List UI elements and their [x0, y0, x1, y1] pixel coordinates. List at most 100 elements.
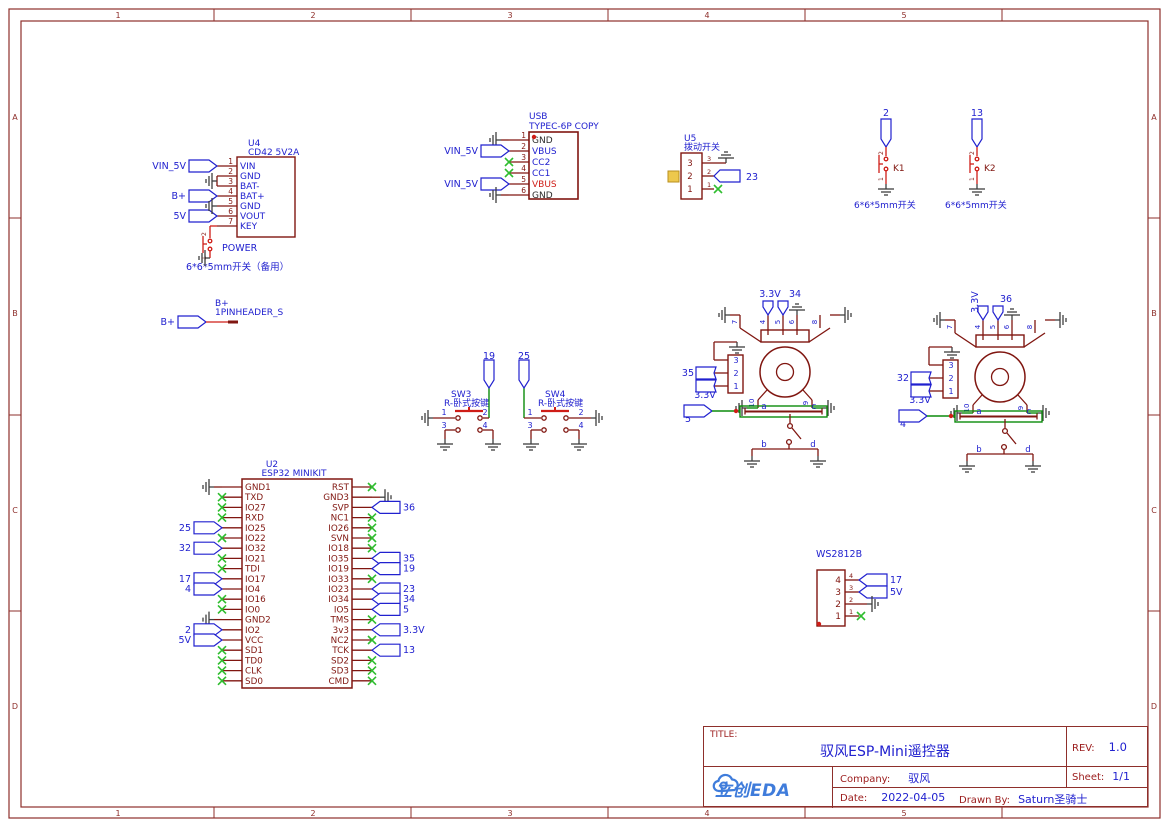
- frame-column-label: 3: [507, 809, 512, 818]
- wire: [1023, 332, 1046, 348]
- k2-ref: K2: [984, 164, 996, 174]
- pin-name: RXD: [245, 514, 264, 524]
- pin-name: IO16: [245, 595, 266, 605]
- component-k2-switch[interactable]: 13 K2 6*6*5mm开关 21: [945, 108, 1007, 211]
- net-label: B+: [172, 191, 186, 202]
- pin-number: 3: [228, 177, 233, 186]
- wire: [1017, 394, 1028, 406]
- component-usb-typec[interactable]: USB TYPEC-6P COPY 1GND2VBUSVIN_5V3CC24CC…: [444, 112, 599, 203]
- frame-row-label: A: [1151, 113, 1157, 122]
- no-connect-x-icon: [367, 635, 377, 645]
- component-bplus-header[interactable]: B+ 1PINHEADER_S B+: [161, 299, 284, 329]
- pin-number: 4: [849, 572, 853, 580]
- pin-number: 2: [878, 151, 885, 155]
- net-label-32: 32: [897, 373, 909, 384]
- sheet-title[interactable]: 驭风ESP-Mini遥控器: [820, 744, 950, 760]
- no-connect-x-icon: [217, 676, 227, 686]
- pin-number: 6: [228, 207, 233, 216]
- pin-name: IO26: [328, 524, 349, 534]
- net-label: 5: [403, 604, 409, 615]
- no-connect-x-icon: [856, 611, 866, 621]
- junction-dot: [816, 621, 822, 627]
- terminal: [563, 427, 569, 433]
- pin-name: SD1: [245, 646, 263, 656]
- no-connect-x-icon: [217, 502, 227, 512]
- sheet-value[interactable]: 1/1: [1112, 770, 1130, 783]
- pin-letter: a: [976, 407, 981, 417]
- pin-name: IO27: [245, 503, 266, 513]
- date-value[interactable]: 2022-04-05: [881, 791, 946, 804]
- pin-number: 6: [788, 319, 796, 324]
- pin-name: IO17: [245, 575, 266, 585]
- sw4-ref: SW4: [545, 390, 566, 400]
- component-u4-cd42[interactable]: U4 CD42 5V2A POWER 6*6*5mm开关（备用） 1VINVIN…: [152, 139, 300, 273]
- terminal: [974, 166, 980, 172]
- joystick-shaft: [990, 367, 1010, 387]
- pin-number: 7: [731, 320, 739, 324]
- net-label-13: 13: [971, 108, 983, 119]
- pin-number: 6: [521, 186, 526, 195]
- frame-row-label: B: [1151, 309, 1157, 318]
- frame-row-label: C: [12, 506, 18, 515]
- terminal: [455, 427, 461, 433]
- frame-row-label: A: [12, 113, 18, 122]
- net-label-25: 25: [518, 351, 530, 362]
- sw3-value: R-卧式按键: [444, 397, 489, 409]
- pin-number: 2: [482, 408, 487, 417]
- frame-outer-border: [8, 8, 1161, 819]
- u5-value: 拨动开关: [684, 141, 720, 153]
- pin-letter: c: [812, 402, 817, 412]
- component-body: [528, 131, 579, 200]
- pin-number: 7: [228, 217, 233, 226]
- component-body: [236, 156, 296, 238]
- pin-name: IO5: [334, 605, 349, 615]
- pin-letter: d: [1025, 445, 1030, 455]
- component-k1-switch[interactable]: 2 K1 6*6*5mm开关 21: [854, 108, 916, 211]
- pin-name: TXD: [244, 493, 263, 503]
- sw4-value: R-卧式按键: [538, 397, 583, 409]
- net-flag: [188, 209, 218, 223]
- net-label-3v3: 3.3V: [909, 395, 931, 406]
- pin-name: TD0: [244, 656, 263, 666]
- no-connect-x-icon: [367, 533, 377, 543]
- pin-letter: c: [1027, 407, 1032, 417]
- no-connect-x-icon: [367, 523, 377, 533]
- terminal: [455, 415, 461, 421]
- pin-number: 9: [802, 401, 810, 405]
- pin-number: 1: [527, 408, 532, 417]
- pin-number: 4: [521, 164, 526, 173]
- frame-column-label: 5: [901, 11, 906, 20]
- pin-number: 3: [733, 356, 738, 365]
- u2-ref: U2: [266, 460, 278, 470]
- date-label: Date:: [840, 793, 868, 804]
- pin-name: SD3: [331, 667, 349, 677]
- pin-name: GND: [240, 172, 261, 182]
- title-block: TITLE: 驭风ESP-Mini遥控器 REV:1.0 Company:驭风 …: [703, 726, 1148, 808]
- component-u2-esp32[interactable]: U2 ESP32 MINIKIT GND1TXDIO27RXDIO2525IO2…: [178, 460, 425, 689]
- k1-note: 6*6*5mm开关: [854, 199, 916, 211]
- net-label-3v3: 3.3V: [694, 390, 716, 401]
- net-flag: [193, 541, 223, 555]
- pin-name: RST: [332, 483, 350, 493]
- joystick-shaft: [775, 362, 795, 382]
- pin-number: 7: [946, 325, 954, 329]
- company-value[interactable]: 驭风: [908, 772, 931, 785]
- pin-name: VCC: [245, 636, 263, 646]
- net-flag: [483, 359, 495, 390]
- drawn-by-value[interactable]: Saturn圣骑士: [1018, 793, 1088, 806]
- net-label-3v3: 3.3V: [970, 291, 981, 313]
- title-block-divider: [832, 787, 1147, 788]
- pin-number: 10: [748, 399, 756, 408]
- usb-ref: USB: [529, 112, 547, 122]
- net-flag: [193, 633, 223, 647]
- net-flag: [713, 169, 741, 183]
- no-connect-x-icon: [367, 574, 377, 584]
- rev-value[interactable]: 1.0: [1108, 740, 1127, 754]
